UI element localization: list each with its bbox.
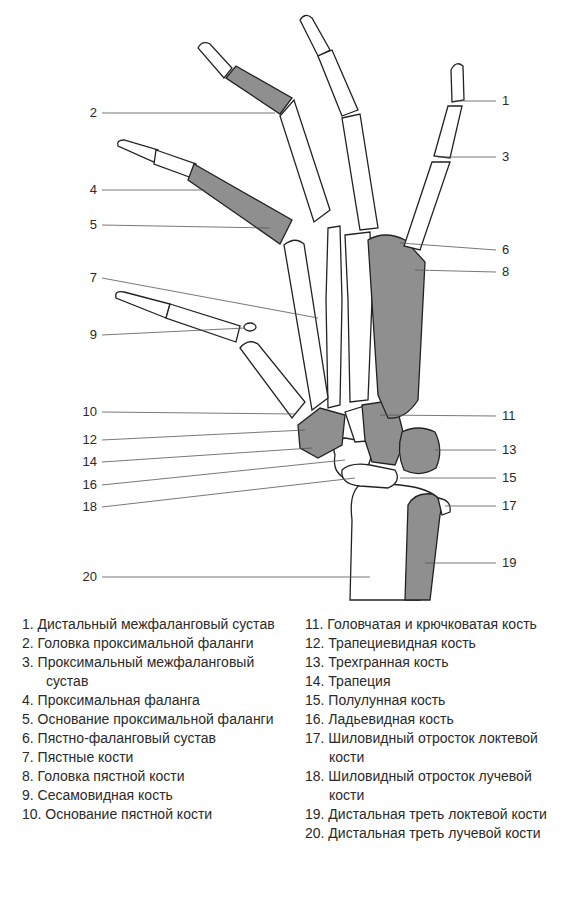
callout-number: 16 (83, 477, 97, 493)
key-entry: 9. Сесамовидная кость (22, 786, 280, 805)
callout-number: 14 (83, 454, 97, 470)
key-entry: 11. Головчатая и крючковатая кость (305, 615, 563, 634)
callout-number: 2 (90, 105, 97, 121)
callout-number: 9 (90, 327, 97, 343)
key-entry: 15. Полулунная кость (305, 691, 563, 710)
callout-number: 12 (83, 432, 97, 448)
key-entry: 13. Трехгранная кость (305, 653, 563, 672)
key-column: 11. Головчатая и крючковатая кость12. Тр… (305, 615, 563, 843)
callout-number: 13 (502, 442, 516, 458)
callout-number: 11 (502, 408, 516, 424)
callout-number: 8 (502, 264, 509, 280)
key-entry: 8. Головка пястной кости (22, 767, 280, 786)
key-entry: 1. Дистальный межфаланговый сустав (22, 615, 280, 634)
callout-number: 15 (502, 470, 516, 486)
key-entry: 12. Трапециевидная кость (305, 634, 563, 653)
callout-number: 19 (502, 555, 516, 571)
key-entry: 5. Основание проксимальной фаланги (22, 710, 280, 729)
key-entry: 2. Головка проксимальной фаланги (22, 634, 280, 653)
callout-number: 17 (502, 498, 516, 514)
callout-number: 3 (502, 149, 509, 165)
key-entry: 18. Шиловидный отросток лучевой кости (305, 767, 563, 805)
key-entry: 4. Проксимальная фаланга (22, 691, 280, 710)
key-entry: 17. Шиловидный отросток локтевой кости (305, 729, 563, 767)
key-entry: 6. Пястно-фаланговый сустав (22, 729, 280, 748)
callout-number: 18 (83, 499, 97, 515)
key-entry: 14. Трапеция (305, 672, 563, 691)
callout-number: 5 (90, 217, 97, 233)
key-entry: 3. Проксимальный межфаланговый сустав (22, 653, 280, 691)
key-entry: 19. Дистальная треть локтевой кости (305, 805, 563, 824)
key-entry: 16. Ладьевидная кость (305, 710, 563, 729)
callout-number: 1 (502, 93, 509, 109)
callout-number: 10 (83, 404, 97, 420)
key-entry: 20. Дистальная треть лучевой кости (305, 824, 563, 843)
key-entry: 7. Пястные кости (22, 748, 280, 767)
callout-number: 6 (502, 242, 509, 258)
key-column: 1. Дистальный межфаланговый сустав2. Гол… (22, 615, 280, 824)
key-entry: 10. Основание пястной кости (22, 805, 280, 824)
callout-number: 4 (90, 182, 97, 198)
callout-number: 7 (90, 270, 97, 286)
callout-number: 20 (83, 569, 97, 585)
